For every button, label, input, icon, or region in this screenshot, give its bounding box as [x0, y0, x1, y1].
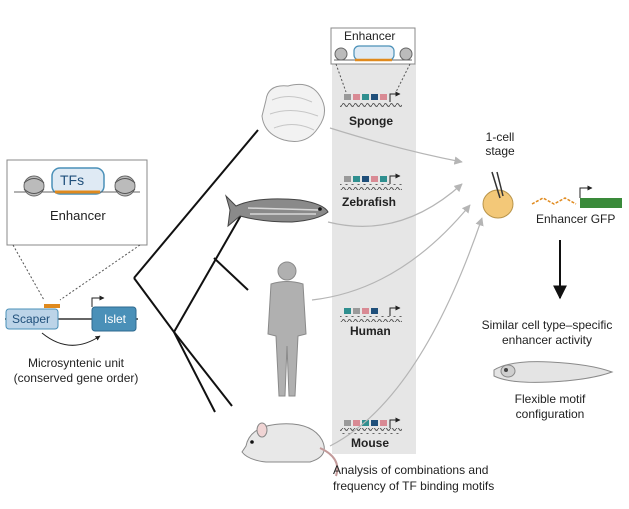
sponge-illustration	[261, 83, 325, 142]
motif-strip-mouse	[340, 417, 402, 434]
nucleosome-icon	[399, 47, 413, 61]
embryo-1-cell	[482, 171, 514, 219]
stage-label: 1-cell stage	[470, 130, 530, 158]
nucleosome-icon	[114, 175, 136, 197]
human-illustration	[267, 261, 307, 397]
motif-strip-sponge	[340, 91, 402, 108]
injection-arrows	[311, 127, 484, 447]
islet-label: Islet	[104, 312, 127, 326]
enhancer-gfp-construct	[531, 185, 622, 208]
tf-label: TFs	[60, 172, 85, 188]
phylogenetic-tree	[133, 129, 259, 413]
microsyntenic-label: Microsyntenic unit (conserved gene order…	[6, 356, 146, 386]
mouse-illustration	[241, 422, 339, 477]
top-enhancer-inset	[330, 27, 416, 65]
nucleosome-icon	[334, 47, 348, 61]
flexible-line1: Flexible motif	[514, 392, 586, 406]
stage-line1: 1-cell	[485, 130, 515, 144]
larva-illustration	[493, 361, 614, 383]
flexible-motif-label: Flexible motif configuration	[490, 392, 610, 422]
species-label-zebrafish: Zebrafish	[342, 195, 397, 209]
species-label-human: Human	[350, 324, 391, 338]
enhancer-label-left: Enhancer	[50, 208, 106, 223]
analysis-line1: Analysis of combinations and	[333, 463, 489, 477]
enhancer-label-top: Enhancer	[344, 29, 396, 43]
similar-line2: enhancer activity	[501, 333, 593, 347]
motif-strip-human	[340, 305, 402, 322]
analysis-line2: frequency of TF binding motifs	[333, 479, 495, 493]
enhancer-mark	[44, 304, 60, 308]
flexible-line2: configuration	[515, 407, 585, 421]
species-label-sponge: Sponge	[349, 114, 393, 128]
motif-strip-zebrafish	[340, 173, 402, 190]
similar-line1: Similar cell type–specific	[481, 318, 613, 332]
analysis-column	[332, 64, 416, 454]
similar-activity-label: Similar cell type–specific enhancer acti…	[466, 318, 628, 348]
microsyntenic-line1: Microsyntenic unit	[27, 356, 125, 370]
scaper-gene	[5, 308, 59, 330]
nucleosome-icon	[23, 175, 45, 197]
analysis-caption: Analysis of combinations and frequency o…	[333, 462, 494, 494]
microsyntenic-line2: (conserved gene order)	[13, 371, 139, 385]
enhancer-gfp-label: Enhancer GFP	[536, 212, 616, 226]
tf-inset	[6, 159, 148, 246]
islet-promoter-arrow	[91, 295, 105, 307]
species-label-mouse: Mouse	[351, 436, 390, 450]
regulation-arrow	[41, 332, 101, 346]
scaper-label: Scaper	[12, 312, 51, 326]
zebrafish-illustration	[224, 194, 329, 228]
stage-line2: stage	[485, 144, 515, 158]
islet-gene	[91, 306, 137, 332]
